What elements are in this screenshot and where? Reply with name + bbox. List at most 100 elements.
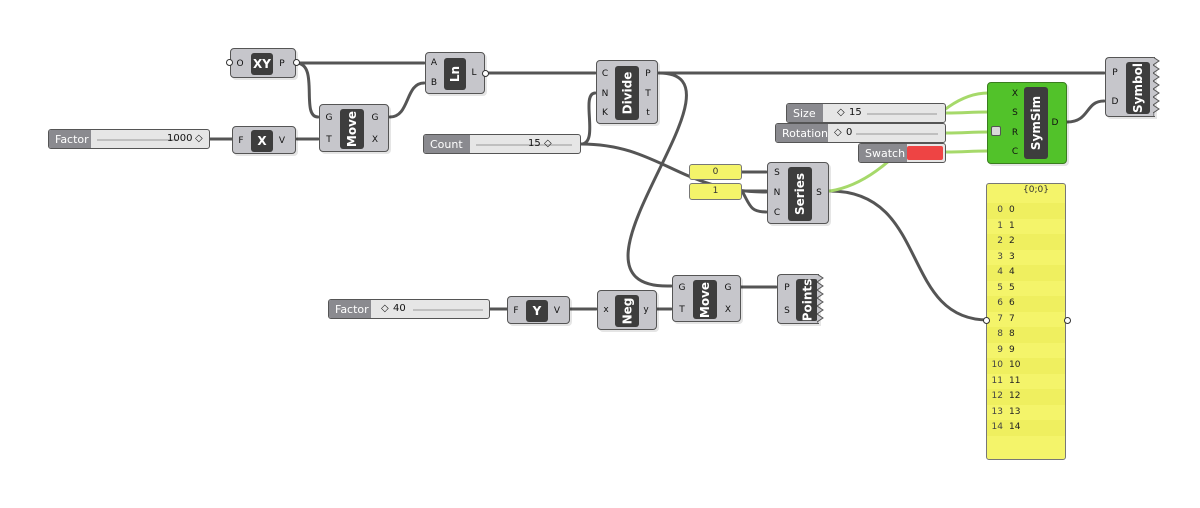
start-panel[interactable]: 0: [689, 164, 742, 180]
unit-y-out-v[interactable]: V: [553, 306, 561, 316]
factor-slider-2-track[interactable]: [413, 309, 483, 311]
factor-slider[interactable]: Factor 1000 ◇: [48, 129, 210, 149]
rotation-slider[interactable]: Rotation ◇ 0: [775, 123, 946, 143]
ln-out-l[interactable]: L: [471, 68, 477, 78]
ln-in-b[interactable]: B: [430, 78, 438, 88]
divide-out-t[interactable]: T: [645, 89, 651, 99]
unit-x-in-f[interactable]: F: [238, 136, 244, 146]
list-item-value: 7: [1009, 313, 1015, 324]
move-in-g[interactable]: G: [325, 113, 333, 123]
move2-in-t[interactable]: T: [679, 305, 685, 315]
points-in-s[interactable]: S: [784, 306, 790, 316]
size-slider-track[interactable]: [867, 113, 937, 115]
ln-in-a[interactable]: A: [430, 58, 438, 68]
wire-symsim-to-symbol: [1065, 99, 1106, 124]
points-jagged-edge: [817, 274, 824, 324]
move2-out-g[interactable]: G: [724, 283, 732, 293]
swatch-control[interactable]: Swatch: [858, 143, 946, 163]
list-item-index: 3: [997, 251, 1003, 262]
unit-y-component[interactable]: F Y V: [507, 296, 570, 324]
move-in-t[interactable]: T: [326, 135, 332, 145]
symsim-in-s[interactable]: S: [1012, 108, 1018, 118]
symbol-component[interactable]: P D Symbol: [1105, 57, 1155, 117]
start-panel-value: 0: [712, 167, 719, 177]
divide-component[interactable]: C N K Divide P T t: [596, 60, 658, 124]
xy-out-pin[interactable]: P: [279, 59, 285, 69]
move2-in-g[interactable]: G: [678, 283, 686, 293]
points-label: Points: [796, 279, 818, 321]
divide-in-c[interactable]: C: [601, 69, 609, 79]
count-slider[interactable]: Count 15 ◇: [423, 134, 581, 154]
series-component[interactable]: S N C Series S: [767, 162, 829, 224]
symsim-in-c[interactable]: C: [1011, 147, 1019, 157]
slider-knob-icon[interactable]: ◇: [381, 303, 389, 314]
step-panel[interactable]: 1: [689, 183, 742, 200]
list-item-value: 14: [1009, 422, 1021, 432]
symbol-label: Symbol: [1126, 62, 1150, 114]
factor-slider-track[interactable]: [97, 139, 177, 141]
list-item-index: 10: [991, 360, 1003, 370]
xy-component[interactable]: O XY P: [230, 48, 296, 78]
series-out-s[interactable]: S: [816, 188, 822, 198]
ln-output-dot[interactable]: [482, 70, 489, 77]
neg-label: Neg: [615, 295, 639, 327]
move-component[interactable]: G T Move G X: [319, 104, 389, 152]
symbol-in-d[interactable]: D: [1111, 97, 1119, 107]
neg-in-x[interactable]: x: [603, 305, 609, 315]
move-component-2[interactable]: G T Move G X: [672, 275, 741, 322]
rotation-slider-track[interactable]: [856, 133, 938, 135]
divide-out-t-param[interactable]: t: [646, 108, 650, 118]
slider-knob-icon[interactable]: ◇: [837, 107, 845, 118]
symsim-in-r[interactable]: R: [1011, 128, 1019, 138]
slider-knob-icon[interactable]: ◇: [544, 138, 552, 149]
panel-output-dot[interactable]: [1064, 317, 1071, 324]
symsim-rotation-icon: [991, 126, 1001, 136]
unit-x-out-v[interactable]: V: [278, 136, 286, 146]
swatch-color[interactable]: [907, 146, 943, 160]
list-item-value: 13: [1009, 406, 1021, 417]
xy-in-pin[interactable]: O: [236, 59, 244, 69]
neg-out-y[interactable]: y: [643, 305, 649, 315]
move2-out-x[interactable]: X: [724, 305, 732, 315]
symbol-in-p[interactable]: P: [1112, 68, 1118, 78]
list-item-value: 5: [1009, 282, 1015, 293]
unit-y-in-f[interactable]: F: [513, 306, 519, 316]
list-item-index: 5: [997, 282, 1003, 293]
points-in-p[interactable]: P: [784, 283, 790, 293]
slider-knob-icon[interactable]: ◇: [195, 133, 203, 144]
move2-label: Move: [693, 280, 717, 319]
list-item-value: 8: [1009, 329, 1015, 339]
move-out-x[interactable]: X: [371, 135, 379, 145]
points-component[interactable]: P S Points: [777, 274, 819, 324]
divide-in-n[interactable]: N: [601, 89, 609, 99]
slider-knob-icon[interactable]: ◇: [834, 127, 842, 138]
series-in-s[interactable]: S: [774, 168, 780, 178]
list-item-index: 0: [997, 205, 1003, 215]
symsim-out-d[interactable]: D: [1051, 118, 1059, 128]
factor-slider-2[interactable]: Factor ◇ 40: [328, 299, 490, 319]
xy-label: XY: [251, 53, 273, 75]
series-in-n[interactable]: N: [773, 188, 781, 198]
panel-input-dot[interactable]: [983, 317, 990, 324]
count-slider-track[interactable]: [476, 144, 572, 146]
list-item-index: 2: [997, 236, 1003, 246]
divide-out-p[interactable]: P: [645, 69, 651, 79]
divide-in-k[interactable]: K: [602, 108, 608, 118]
series-in-c[interactable]: C: [773, 208, 781, 218]
negative-component[interactable]: x Neg y: [597, 290, 657, 330]
line-component[interactable]: A B Ln L: [425, 52, 485, 94]
symsim-component[interactable]: X S R C SymSim D: [987, 82, 1067, 164]
unit-x-component[interactable]: F X V: [232, 126, 296, 154]
xy-input-dot[interactable]: [226, 59, 233, 66]
move-out-g[interactable]: G: [371, 113, 379, 123]
size-slider[interactable]: Size ◇ 15: [786, 103, 946, 123]
symsim-in-x[interactable]: X: [1011, 89, 1019, 99]
xy-output-dot[interactable]: [293, 59, 300, 66]
wire-size-to-symsim: [944, 110, 990, 115]
factor-slider-value: 1000: [167, 133, 193, 144]
